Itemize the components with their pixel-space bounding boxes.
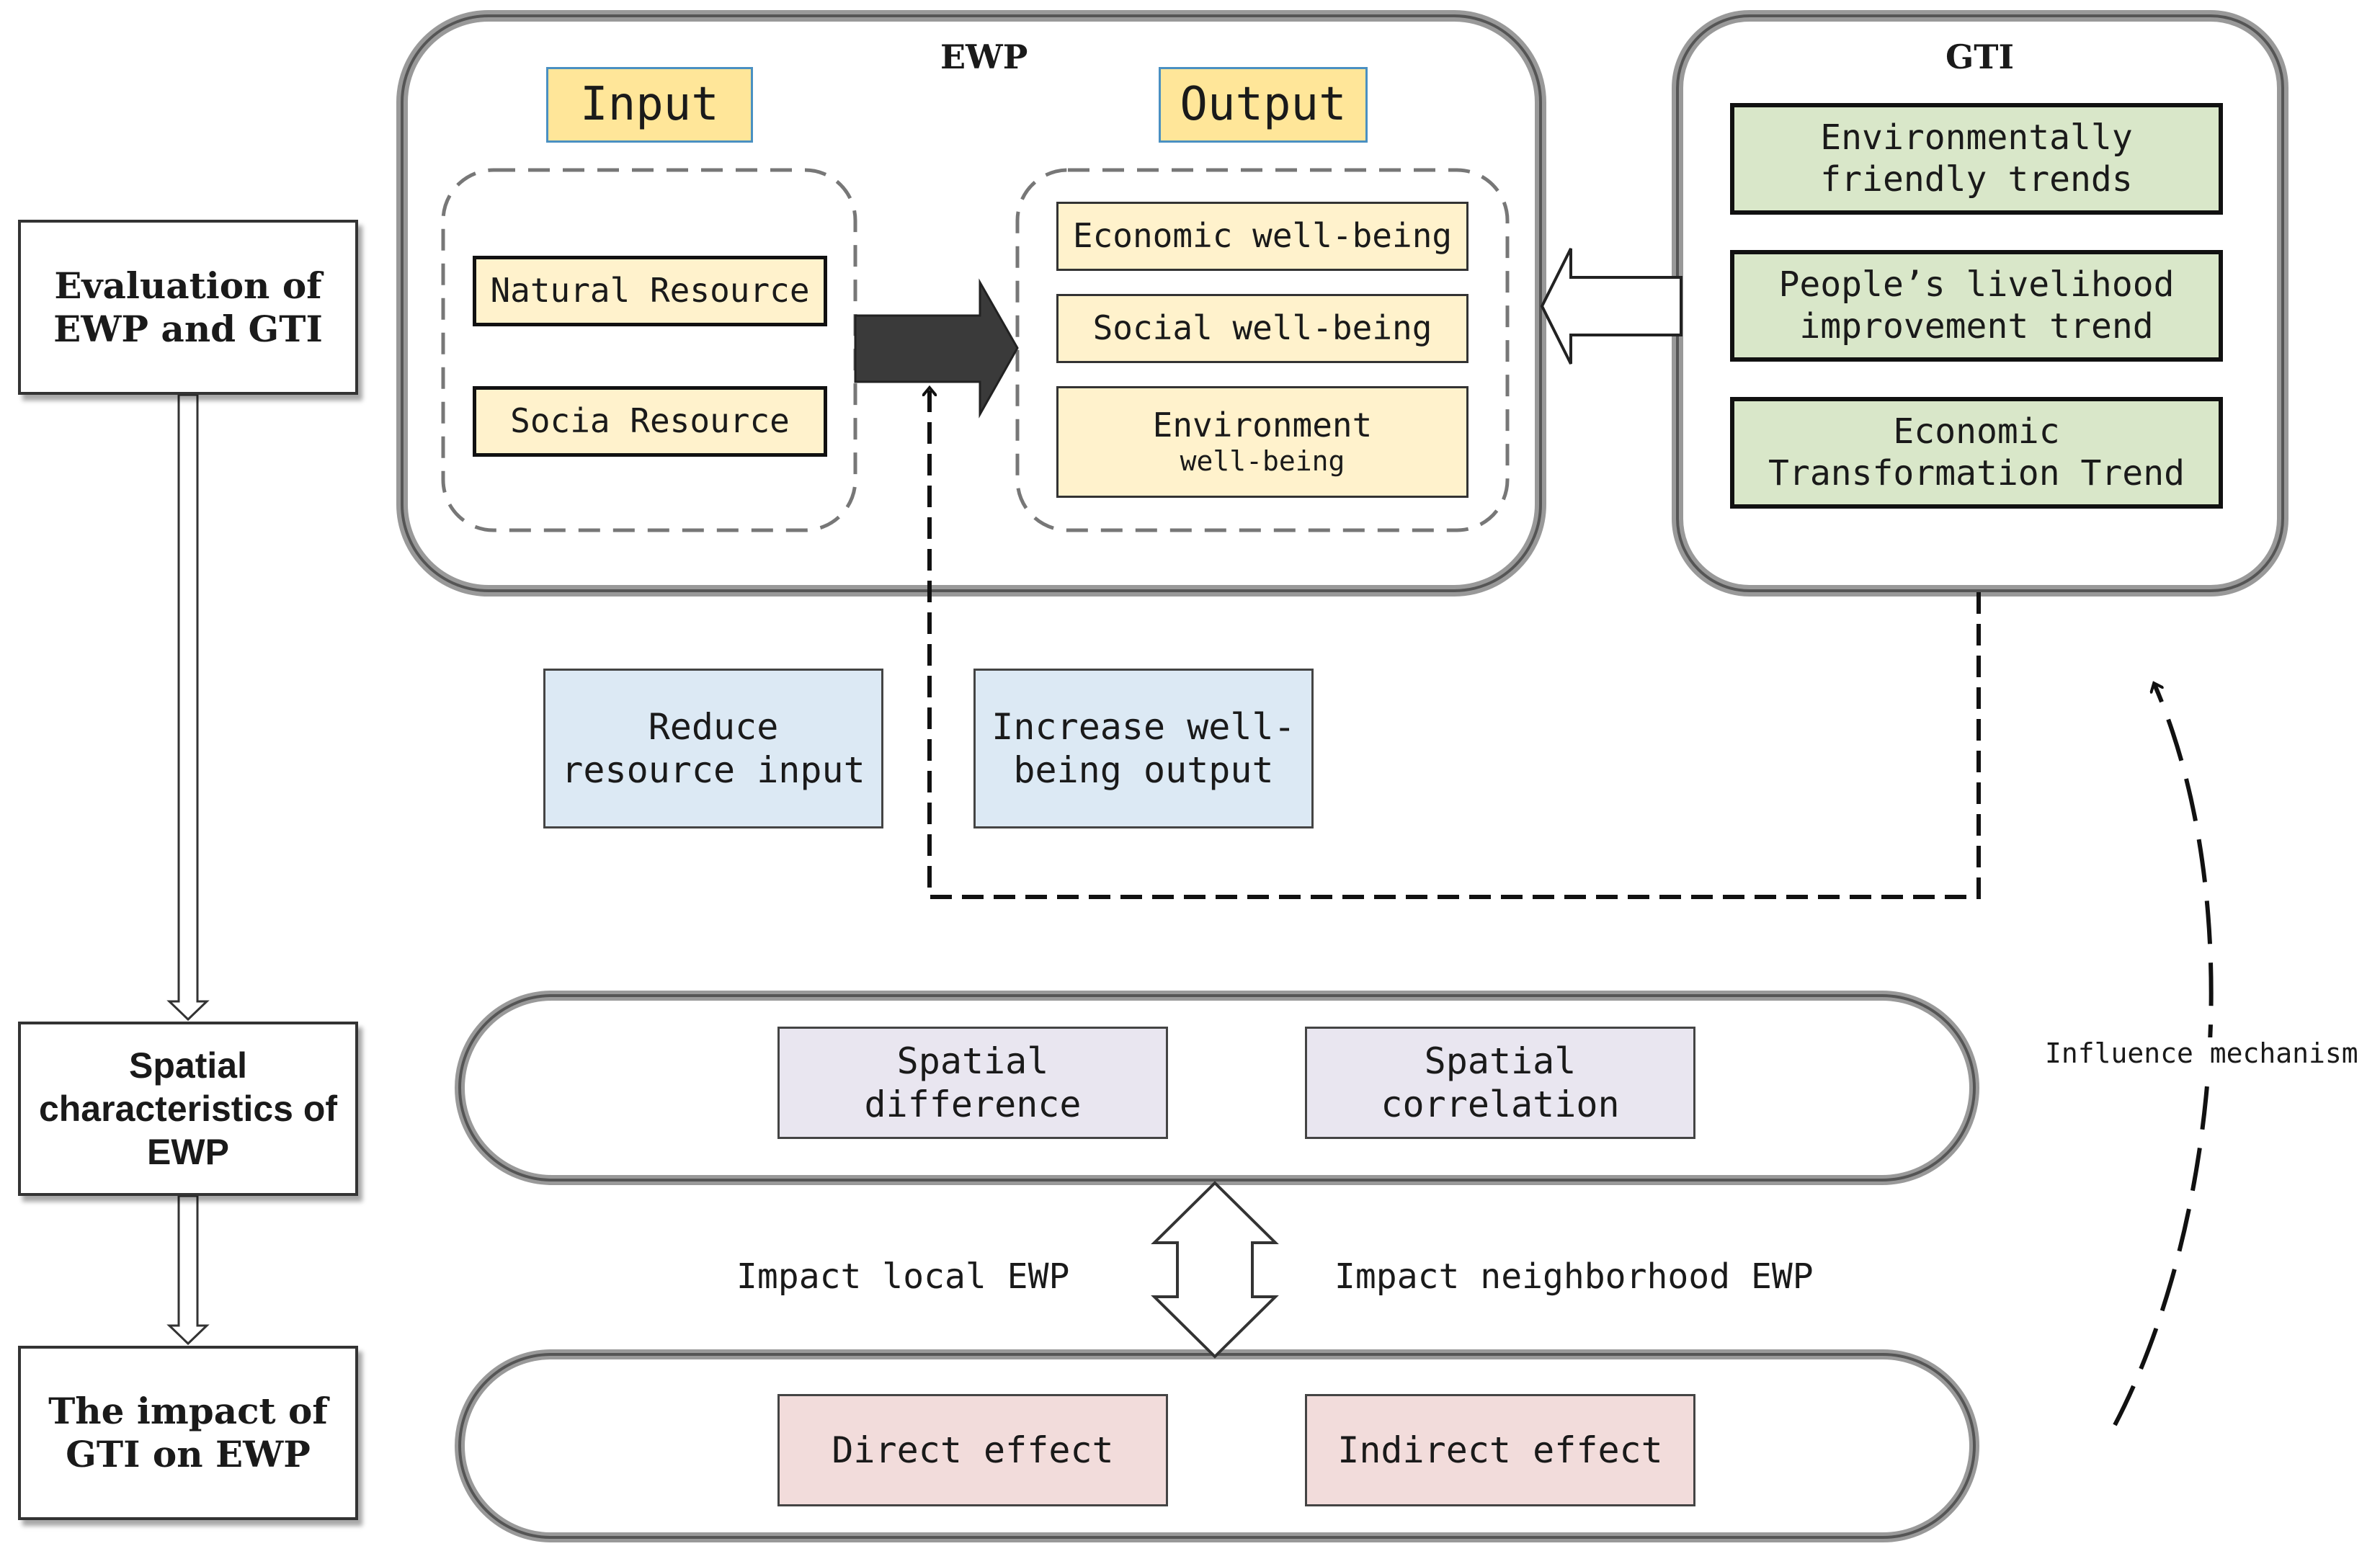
gti-item-environment: Environmentally friendly trends xyxy=(1730,103,2223,215)
spatial-characteristics-box: Spatial characteristics of EWP xyxy=(18,1022,358,1196)
influence-mechanism-label: Influence mechanism xyxy=(2045,1037,2358,1069)
left-connector-1 xyxy=(166,393,210,1022)
gti-title: GTI xyxy=(1946,37,2015,76)
impact-local-label: Impact local EWP xyxy=(736,1256,1070,1297)
social-resource-box: Socia Resource xyxy=(473,386,827,457)
effects-pill xyxy=(455,1349,1979,1542)
spatial-correlation-box: Spatial correlation xyxy=(1305,1027,1695,1139)
environment-wellbeing-box: Environment well-being xyxy=(1056,386,1468,498)
reduce-input-box: Reduce resource input xyxy=(543,669,883,828)
feedback-dashed-path xyxy=(930,389,1981,899)
double-arrow xyxy=(1151,1181,1279,1359)
left-connector-2 xyxy=(166,1194,210,1346)
economic-wellbeing-box: Economic well-being xyxy=(1056,202,1468,271)
environment-line2: well-being xyxy=(1180,445,1345,478)
environment-line1: Environment xyxy=(1152,406,1373,445)
social-wellbeing-box: Social well-being xyxy=(1056,294,1468,363)
impact-box: The impact of GTI on EWP xyxy=(18,1346,358,1520)
ewp-title: EWP xyxy=(940,37,1028,76)
input-to-output-arrow xyxy=(854,278,1019,419)
gti-to-ewp-arrow xyxy=(1540,248,1683,365)
evaluation-box: Evaluation of EWP and GTI xyxy=(18,220,358,395)
direct-effect-box: Direct effect xyxy=(777,1394,1168,1506)
gti-item-economic: Economic Transformation Trend xyxy=(1730,397,2223,509)
gti-item-livelihood: People’s livelihood improvement trend xyxy=(1730,250,2223,362)
increase-output-box: Increase well- being output xyxy=(973,669,1314,828)
output-header: Output xyxy=(1159,67,1368,143)
input-header: Input xyxy=(546,67,753,143)
spatial-pill xyxy=(455,991,1979,1185)
indirect-effect-box: Indirect effect xyxy=(1305,1394,1695,1506)
natural-resource-box: Natural Resource xyxy=(473,256,827,326)
impact-neighborhood-label: Impact neighborhood EWP xyxy=(1334,1256,1814,1297)
spatial-difference-box: Spatial difference xyxy=(777,1027,1168,1139)
